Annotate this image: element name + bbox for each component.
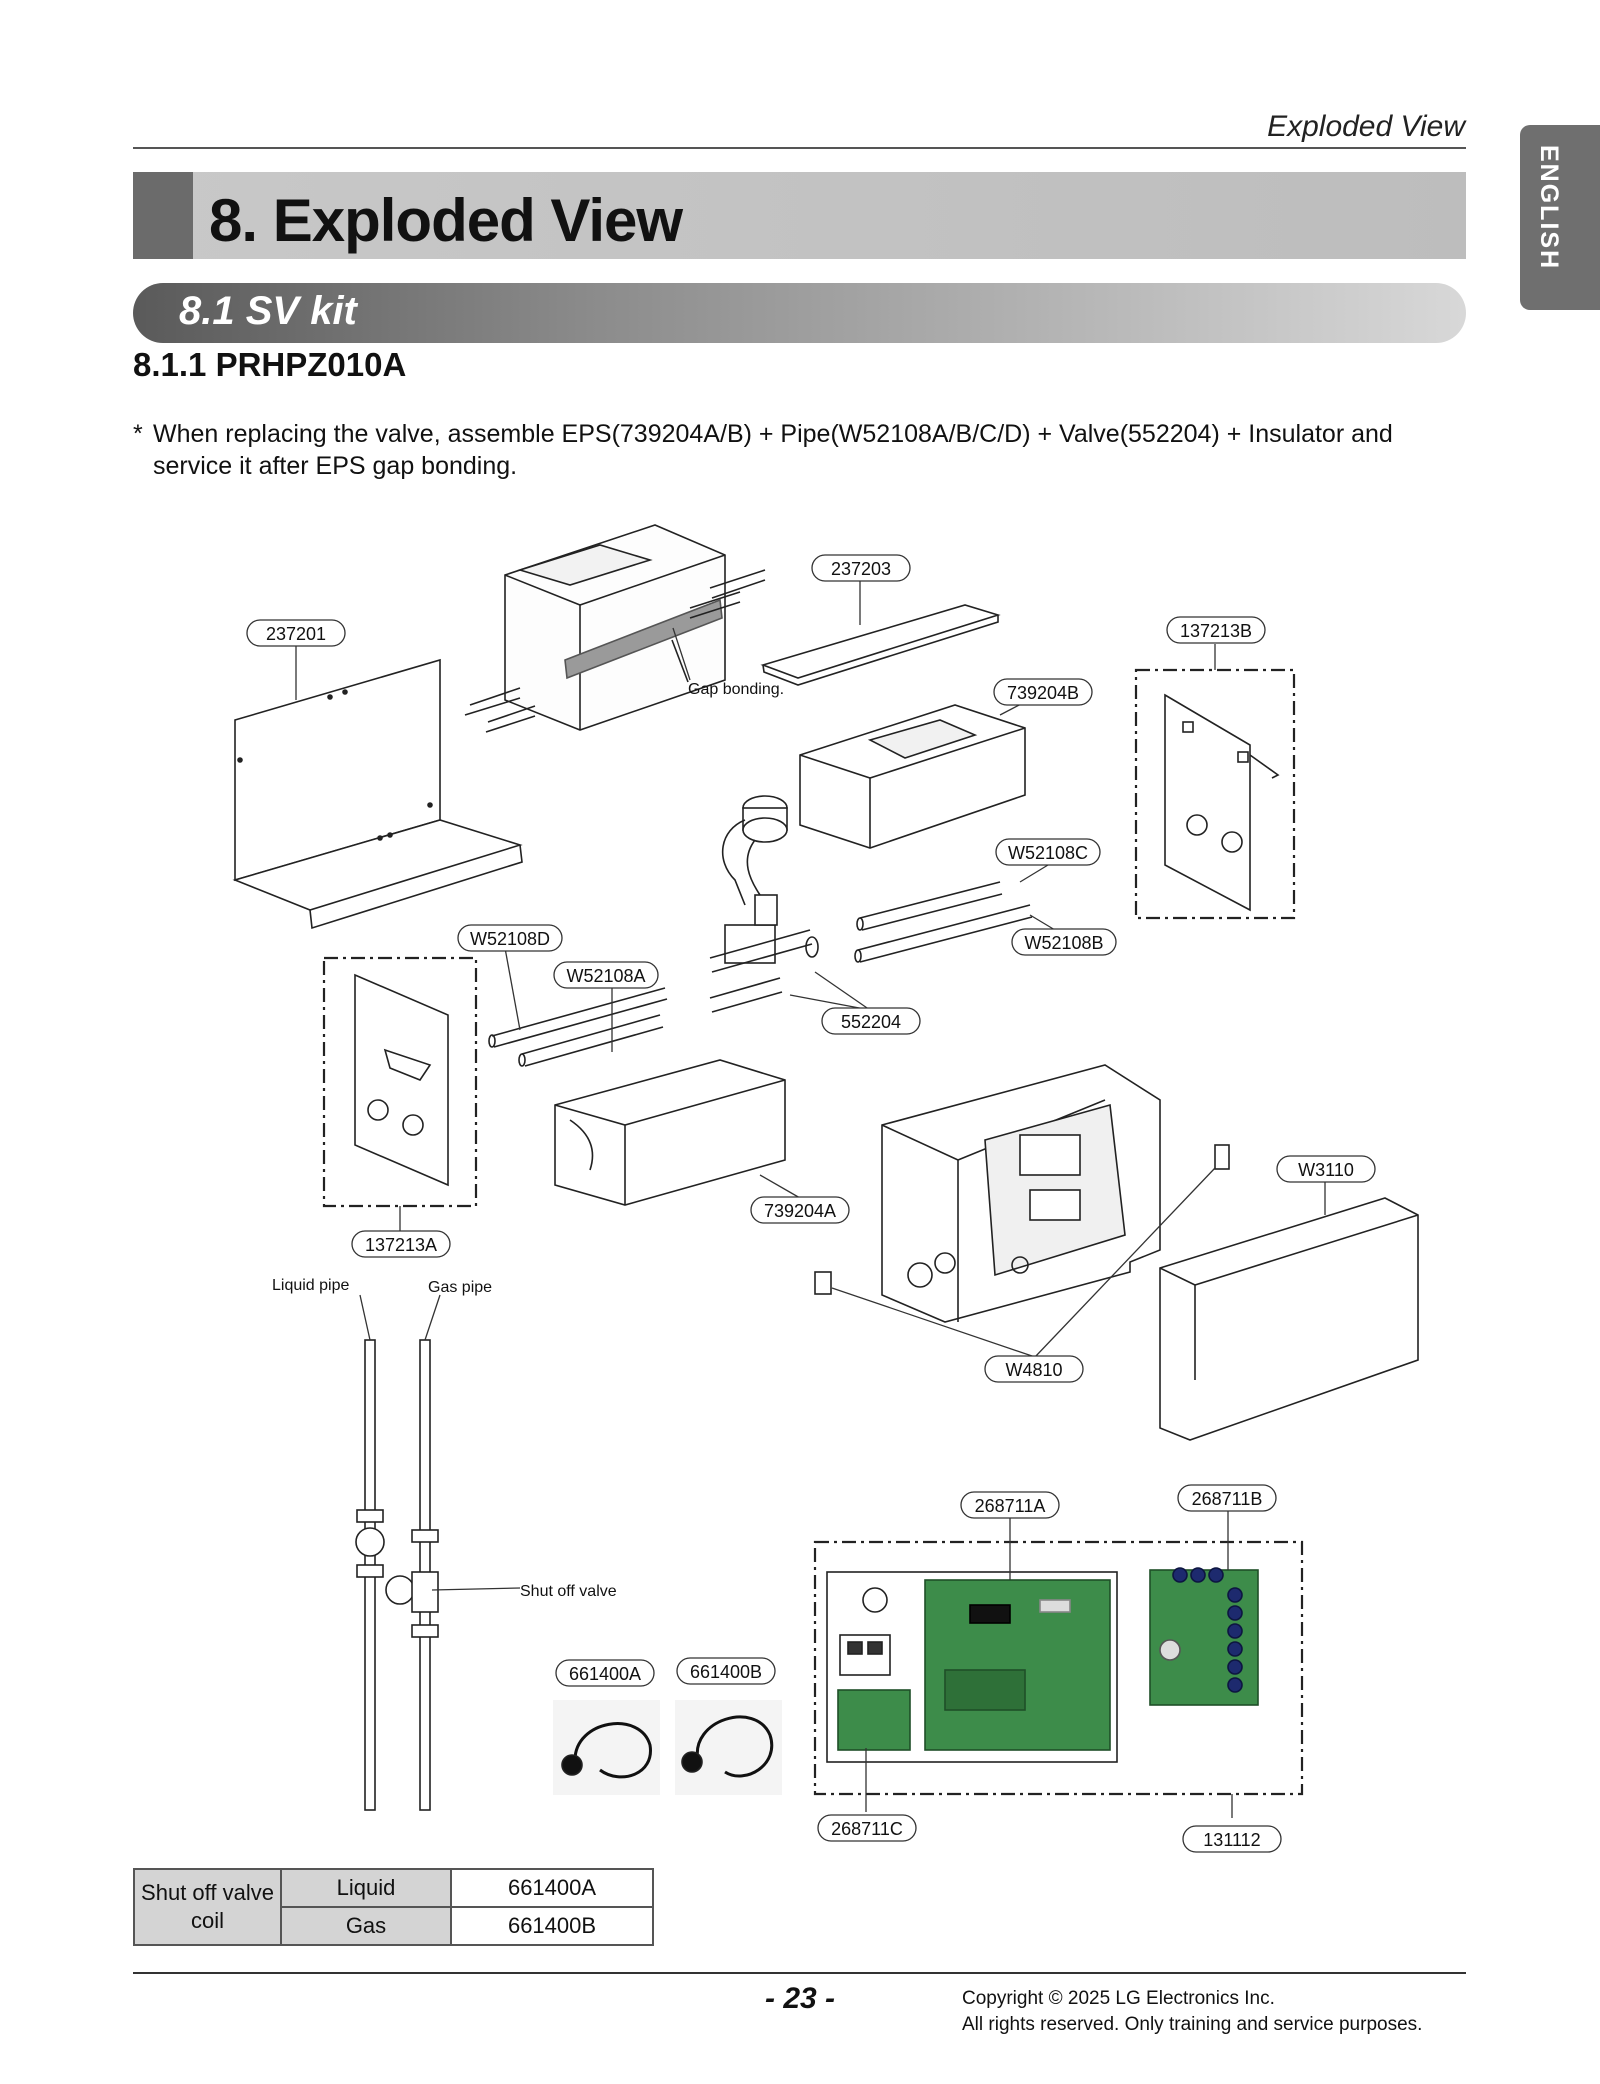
- gas-pipe-annotation: Gas pipe: [428, 1279, 492, 1296]
- section-title-band: 8. Exploded View: [133, 172, 1466, 259]
- header-rule: [133, 147, 1466, 149]
- shut-off-valve-annotation: Shut off valve: [520, 1583, 617, 1600]
- page-number: - 23 -: [765, 1982, 836, 2015]
- callout-W52108C: W52108C: [1008, 843, 1088, 863]
- subsection-title-band: 8.1 SV kit: [133, 283, 1466, 343]
- coil-part-cell: 661400B: [450, 1906, 654, 1946]
- footer-rule: [133, 1972, 1466, 1974]
- main-pcb-image: [924, 1579, 1111, 1751]
- callout-739204B: 739204B: [1007, 683, 1079, 703]
- small-bracket-right-drawing: [1214, 1144, 1230, 1170]
- callout-W4810: W4810: [1005, 1360, 1062, 1380]
- callout-137213A: 137213A: [365, 1235, 437, 1255]
- control-box-drawing: [881, 1064, 1161, 1323]
- callout-131112: 131112: [1203, 1830, 1260, 1850]
- callout-W52108A: W52108A: [566, 966, 645, 986]
- shut-off-valve-pipes-drawing: [355, 1339, 439, 1811]
- service-note: * When replacing the valve, assemble EPS…: [133, 418, 1473, 482]
- note-marker: *: [133, 420, 143, 448]
- pipes-left-drawing: [488, 987, 668, 1067]
- solenoid-valve-drawing: [709, 795, 819, 1013]
- callout-268711C: 268711C: [831, 1819, 903, 1839]
- gap-bonding-annotation: Gap bonding.: [688, 681, 784, 698]
- lid-panel-drawing: [760, 604, 1001, 679]
- small-bracket-left-drawing: [814, 1271, 832, 1295]
- callout-137213B: 137213B: [1180, 621, 1252, 641]
- copyright-line: Copyright © 2025 LG Electronics Inc.: [962, 1988, 1275, 2009]
- shut-off-valve-coil-table: Shut off valve coil Liquid 661400A Gas 6…: [133, 1868, 654, 1946]
- pcb-enclosure-drawing: [826, 1567, 1259, 1763]
- coil-part-cell: 661400A: [450, 1868, 654, 1908]
- language-tab: ENGLISH: [1520, 125, 1600, 310]
- callout-661400B: 661400B: [690, 1662, 762, 1682]
- leader-lines: [295, 580, 1326, 1818]
- section-title-accent: [133, 172, 193, 259]
- callout-739204A: 739204A: [764, 1201, 836, 1221]
- liquid-pipe-annotation: Liquid pipe: [272, 1277, 350, 1294]
- note-text: When replacing the valve, assemble EPS(7…: [153, 420, 1393, 480]
- coil-group-label: Shut off valve coil: [133, 1868, 282, 1946]
- model-heading: 8.1.1 PRHPZ010A: [133, 346, 407, 383]
- callout-W52108D: W52108D: [470, 929, 550, 949]
- callout-W52108B: W52108B: [1024, 933, 1103, 953]
- section-title: 8. Exploded View: [209, 187, 683, 254]
- box-cover-drawing: [1159, 1197, 1419, 1441]
- base-bracket-drawing: [232, 658, 523, 930]
- rights-line: All rights reserved. Only training and s…: [962, 2014, 1423, 2035]
- upper-eps-drawing: [799, 704, 1026, 849]
- eps-assembly-drawing: [464, 524, 766, 733]
- callout-268711B: 268711B: [1192, 1489, 1263, 1509]
- sub-pcb-image: [837, 1689, 911, 1751]
- callout-661400A: 661400A: [569, 1664, 641, 1684]
- left-bracket-drawing: [354, 973, 449, 1187]
- table-row: Shut off valve coil Liquid 661400A: [133, 1868, 654, 1946]
- copyright-notice: Copyright © 2025 LG Electronics Inc. All…: [962, 1986, 1422, 2038]
- coil-type-cell: Gas: [280, 1906, 452, 1946]
- pipes-right-drawing: [854, 881, 1033, 963]
- table-row: Gas 661400B: [134, 1906, 654, 1946]
- callout-237203: 237203: [831, 559, 891, 579]
- callout-W3110: W3110: [1298, 1160, 1354, 1180]
- coil-type-cell: Liquid: [280, 1868, 452, 1908]
- callout-552204: 552204: [841, 1012, 901, 1032]
- running-header: Exploded View: [1267, 110, 1465, 143]
- callout-237201: 237201: [266, 624, 326, 644]
- right-bracket-drawing: [1164, 693, 1280, 912]
- coil-photo-661400A: [553, 1700, 660, 1795]
- language-tab-label: ENGLISH: [1535, 145, 1563, 271]
- lower-eps-drawing: [554, 1059, 786, 1206]
- subsection-title: 8.1 SV kit: [179, 289, 357, 333]
- callout-268711A: 268711A: [975, 1496, 1046, 1516]
- coil-photo-661400B: [675, 1700, 782, 1795]
